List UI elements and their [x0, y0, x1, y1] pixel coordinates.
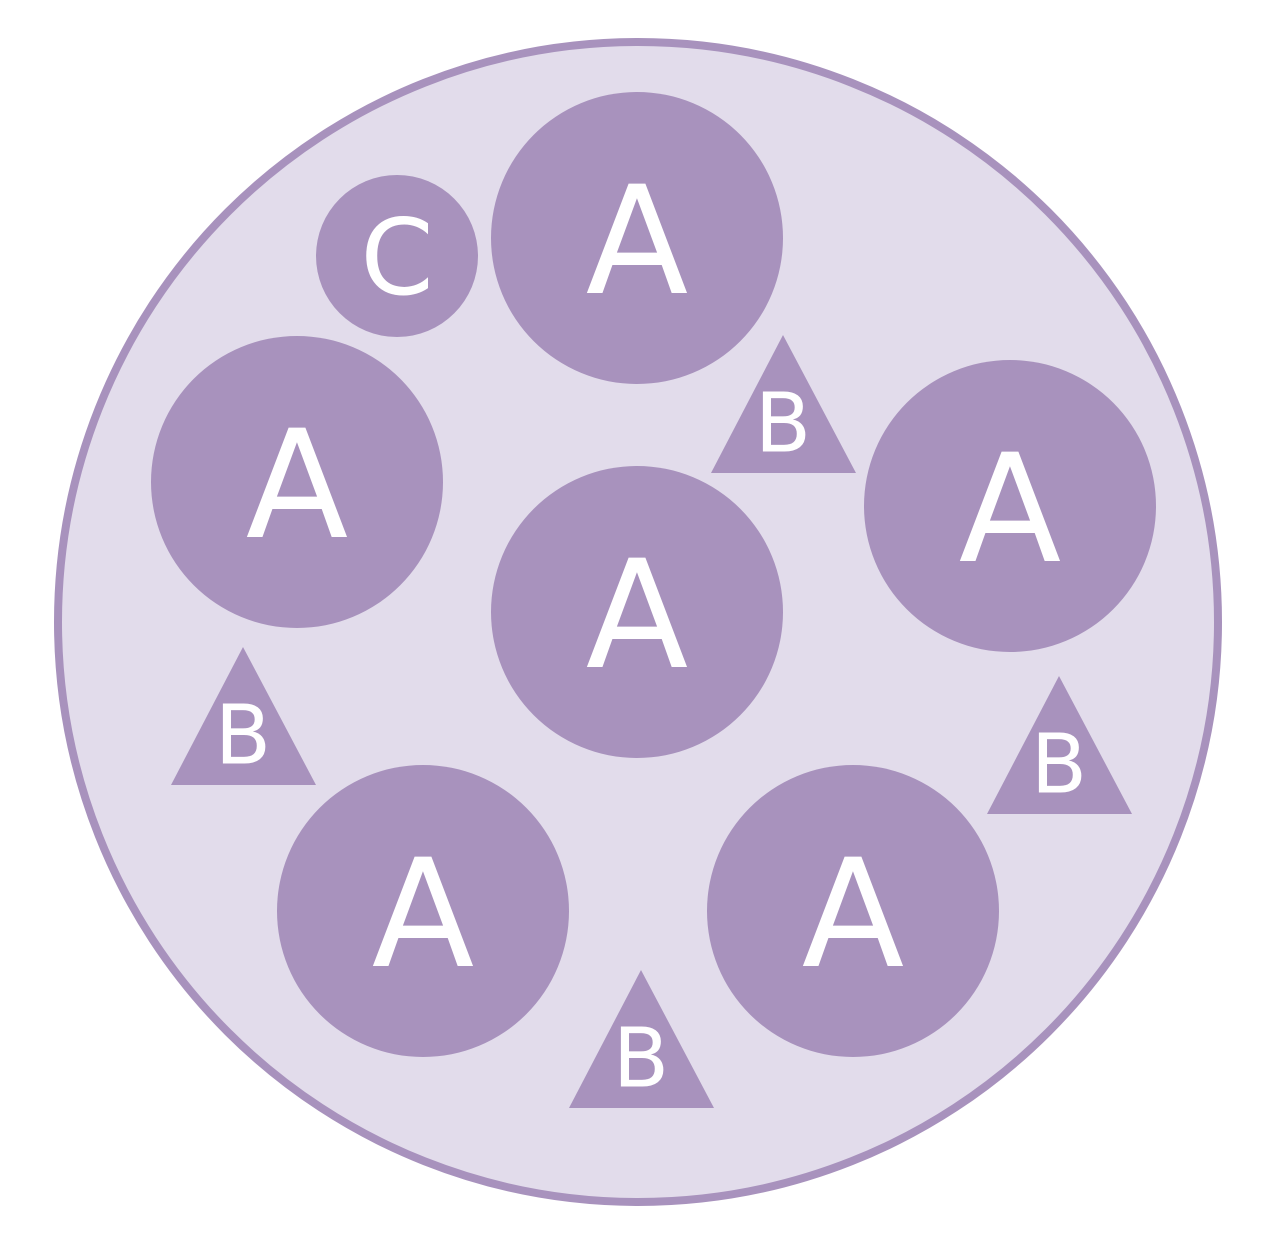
circle-a-top-label: A [586, 155, 689, 329]
triangle-b-upper-middle-label: B [755, 377, 811, 472]
circle-c-label: C [360, 197, 433, 319]
triangle-b-left-shape [171, 647, 316, 785]
circle-a-bottom-left: A [277, 765, 569, 1057]
circle-a-bottom-right-label: A [802, 828, 905, 1002]
circle-a-bottom-left-shape [277, 765, 569, 1057]
triangle-b-bottom-label: B [613, 1012, 669, 1107]
circle-a-right-label: A [959, 423, 1062, 597]
circle-a-bottom-right-shape [707, 765, 999, 1057]
triangle-b-bottom-shape [569, 970, 714, 1108]
circle-a-center: A [491, 466, 783, 758]
circle-c-shape [316, 175, 478, 337]
triangle-b-right: B [987, 676, 1132, 814]
circle-a-left-shape [151, 336, 443, 628]
circle-a-left: A [151, 336, 443, 628]
circle-a-top: A [491, 92, 783, 384]
circle-a-bottom-right: A [707, 765, 999, 1057]
triangle-b-right-shape [987, 676, 1132, 814]
circle-c: C [316, 175, 478, 337]
circle-a-right: A [864, 360, 1156, 652]
circle-a-center-label: A [586, 529, 689, 703]
triangle-b-upper-middle: B [711, 335, 856, 473]
triangle-b-right-label: B [1031, 718, 1087, 813]
circle-a-center-shape [491, 466, 783, 758]
circle-a-bottom-left-label: A [372, 828, 475, 1002]
triangle-b-upper-middle-shape [711, 335, 856, 473]
circle-a-top-shape [491, 92, 783, 384]
triangle-b-left-label: B [215, 689, 271, 784]
circle-a-left-label: A [246, 399, 349, 573]
triangle-b-bottom: B [569, 970, 714, 1108]
triangle-b-left: B [171, 647, 316, 785]
circle-a-right-shape [864, 360, 1156, 652]
